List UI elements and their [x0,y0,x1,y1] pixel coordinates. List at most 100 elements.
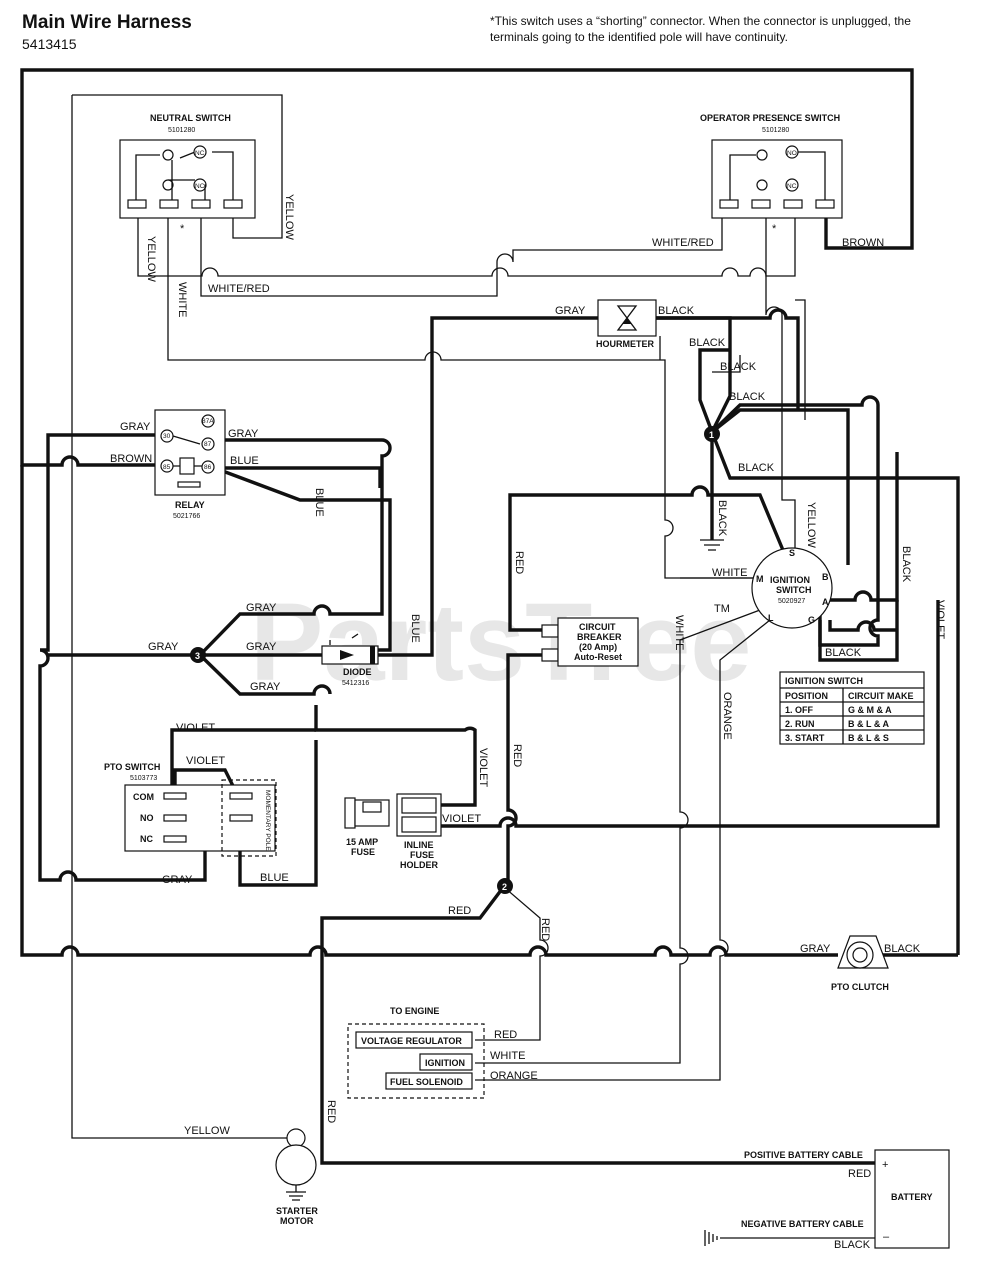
junction-2: 2 [502,882,507,892]
relay-pin-86: 86 [204,464,212,471]
wire-label: RED [513,551,525,574]
wire-label: RED [448,905,471,917]
holder-label-2: FUSE [410,850,434,860]
starter-label-1: STARTER [276,1206,318,1216]
neutral-switch: NEUTRAL SWITCH 5101280 NC NC * [119,113,256,235]
battery-minus: – [883,1231,890,1243]
wire-label: YELLOW [283,194,295,240]
wire-label: WHITE/RED [652,237,714,249]
watermark-tm: TM [714,603,730,615]
wire-label: RED [848,1168,871,1180]
holder-label-3: HOLDER [400,860,439,870]
relay-pin-30: 30 [163,433,171,440]
junction-1: 1 [709,430,714,440]
battery-body [874,1149,950,1249]
page-title: Main Wire Harness [22,12,192,33]
engine-title: TO ENGINE [390,1006,439,1016]
wire-label: VIOLET [176,722,215,734]
operator-switch-part: 5101280 [762,127,789,134]
bold-wires [20,68,960,1165]
fuse-label-1: 15 AMP [346,837,378,847]
pto-switch: PTO SWITCH 5103773 COM NO NC MOMENTARY P… [104,762,277,857]
wire-label: WHITE [673,615,685,650]
fuse: 15 AMP FUSE [344,797,390,857]
ignition-terminal-l: L [768,613,774,623]
wire-label: BLACK [720,361,757,373]
wire-label: WHITE [176,282,188,317]
wire-label: BLACK [825,647,862,659]
relay-pin-87: 87 [204,441,212,448]
wire-label: BLUE [409,614,421,643]
ignition-table: IGNITION SWITCH POSITION CIRCUIT MAKE 1.… [779,671,925,745]
wire-label: BLACK [729,391,766,403]
circuit-breaker: CIRCUIT BREAKER (20 Amp) Auto-Reset [541,617,639,667]
wire-label: VIOLET [934,600,946,639]
circuit-breaker-body [557,617,639,667]
ignition-label-2: SWITCH [776,585,812,595]
wire-label: ORANGE [721,692,733,740]
holder-label-1: INLINE [404,840,434,850]
wire-label: GRAY [246,602,277,614]
part-number: 5413415 [22,36,77,52]
shorting-connector-note: *This switch uses a “shorting” connector… [490,14,911,44]
pto-switch-label: PTO SWITCH [104,762,160,772]
neutral-switch-part: 5101280 [168,127,195,134]
ignition-label-1: IGNITION [770,575,810,585]
wire-label: BLUE [313,488,325,517]
wire-label: GRAY [246,641,277,653]
positive-battery-cable: POSITIVE BATTERY CABLE [744,1150,863,1160]
wire-label: YELLOW [184,1125,230,1137]
neutral-switch-label: NEUTRAL SWITCH [150,113,231,123]
relay-pin-85: 85 [163,464,171,471]
ignition-terminal-m: M [756,574,764,584]
pto-switch-part: 5103773 [130,775,157,782]
diode: DIODE 5412316 [321,633,379,687]
ignition-switch: IGNITION SWITCH 5020927 S M B A L G [751,547,833,629]
wire-label: VIOLET [186,755,225,767]
diode-label: DIODE [343,667,372,677]
wire-labels: YELLOW YELLOW WHITE WHITE/RED WHITE/RED … [110,194,946,1251]
breaker-label-3: (20 Amp) [579,642,617,652]
ignition-table-r2-c2: B & L & A [848,719,890,729]
engine-fuel-solenoid: FUEL SOLENOID [390,1077,463,1087]
wire-label: BROWN [110,453,152,465]
operator-presence-switch: OPERATOR PRESENCE SWITCH 5101280 NO NC * [700,113,843,235]
wire-label: BLACK [689,337,726,349]
battery-plus: + [882,1159,888,1171]
ignition-table-r1-c1: 1. OFF [785,705,814,715]
wire-label: ORANGE [490,1070,538,1082]
thin-wires [71,94,880,1239]
battery: + – BATTERY POSITIVE BATTERY CABLE NEGAT… [704,1149,950,1249]
pto-clutch-label: PTO CLUTCH [831,982,889,992]
wire-label: BLACK [900,546,912,583]
starter-motor: STARTER MOTOR [275,1128,318,1226]
relay-part: 5021766 [173,513,200,520]
wire-label: GRAY [148,641,179,653]
relay-label: RELAY [175,500,205,510]
wire-label: BLACK [884,943,921,955]
pto-nc: NC [140,834,153,844]
neutral-star: * [180,223,185,235]
starter-label-2: MOTOR [280,1216,314,1226]
inline-fuse-holder: INLINE FUSE HOLDER [396,793,442,870]
wire-label: WHITE/RED [208,283,270,295]
ignition-table-r3-c1: 3. START [785,733,825,743]
operator-nc: NC [787,183,797,190]
relay-pin-87a: 87A [202,418,214,425]
junction-3: 3 [195,651,200,661]
ignition-part: 5020927 [778,598,805,605]
pto-com: COM [133,792,154,802]
wire-label: YELLOW [805,502,817,548]
wire-label: WHITE [490,1050,525,1062]
breaker-label-4: Auto-Reset [574,652,622,662]
wire-label: GRAY [120,421,151,433]
wire-label: BLACK [658,305,695,317]
ignition-terminal-g: G [808,615,815,625]
ignition-table-header-circuit: CIRCUIT MAKE [848,691,914,701]
ignition-table-r1-c2: G & M & A [848,705,892,715]
wire-label: BLACK [716,500,728,537]
negative-battery-cable: NEGATIVE BATTERY CABLE [741,1219,864,1229]
pto-momentary-pole: MOMENTARY POLE [264,790,271,851]
wire-label: GRAY [800,943,831,955]
